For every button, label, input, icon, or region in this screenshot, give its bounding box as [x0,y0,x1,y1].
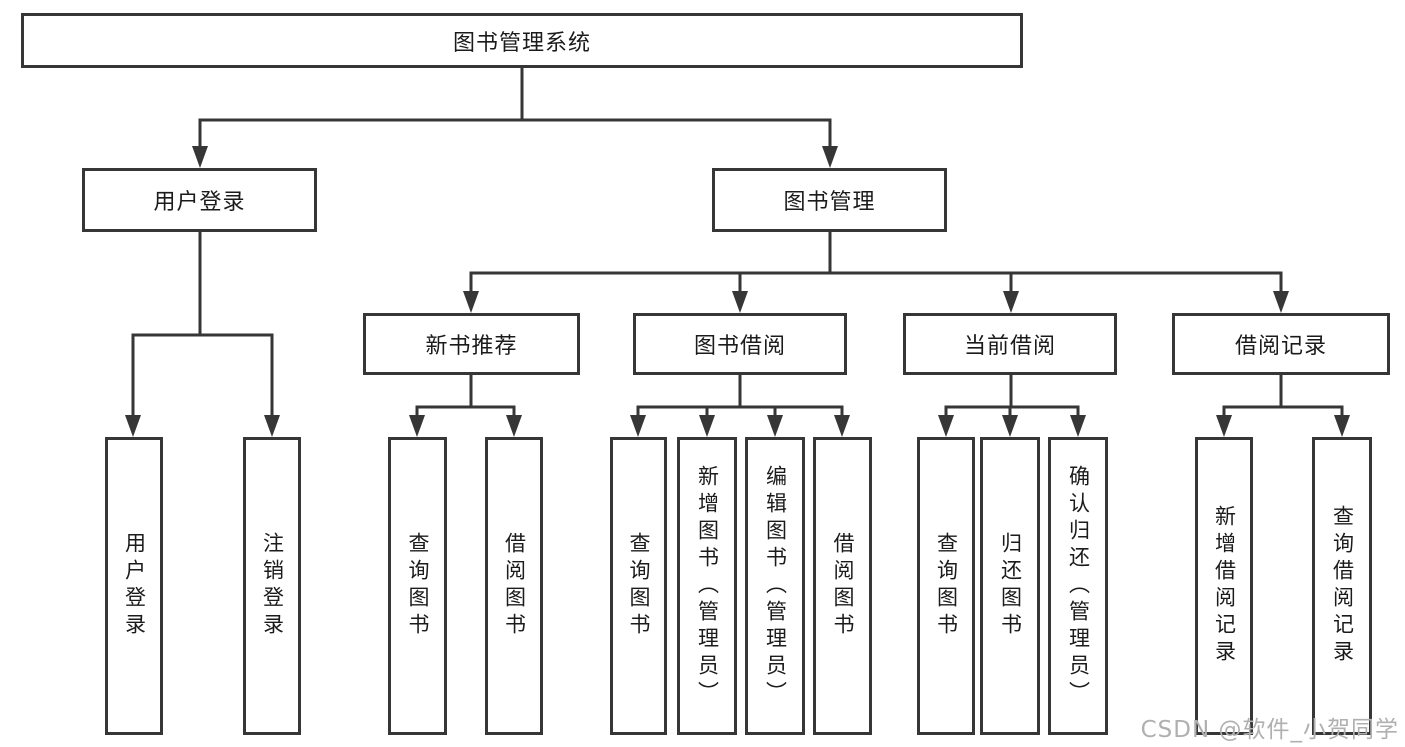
connector-current-borrow-to-leaves [938,375,1086,437]
leaf-add-borrow-record-label: 新增借阅记录 [1212,505,1237,667]
node-book-borrow: 图书借阅 [633,313,847,375]
leaf-query-books-current-label: 查询图书 [934,532,959,640]
leaf-return-books: 归还图书 [980,437,1040,735]
connector-book-borrow-to-leaves [630,375,850,437]
leaf-query-books-current: 查询图书 [917,437,975,735]
node-library-system: 图书管理系统 [21,13,1023,68]
connector-new-book-to-leaves [409,375,522,437]
connector-borrow-record-to-leaves [1216,375,1350,437]
leaf-logout-label: 注销登录 [260,532,285,640]
leaf-query-borrow-record-label: 查询借阅记录 [1330,505,1355,667]
node-new-book-recommend: 新书推荐 [363,313,580,375]
node-current-borrow: 当前借阅 [903,313,1117,375]
leaf-query-borrow-record: 查询借阅记录 [1312,437,1372,735]
connector-user-login-to-leaves [125,232,280,437]
leaf-return-books-label: 归还图书 [998,532,1023,640]
leaf-add-books-admin-label: 新增图书（管理员） [695,464,720,708]
leaf-edit-books-admin-label: 编辑图书（管理员） [763,464,788,708]
leaf-confirm-return-admin-label: 确认归还（管理员） [1066,464,1091,708]
node-borrow-record: 借阅记录 [1172,313,1390,375]
leaf-user-login: 用户登录 [105,437,163,735]
leaf-borrow-books-recommend: 借阅图书 [485,437,543,735]
leaf-confirm-return-admin: 确认归还（管理员） [1048,437,1108,735]
leaf-query-books-borrow: 查询图书 [610,437,667,735]
leaf-add-borrow-record: 新增借阅记录 [1195,437,1253,735]
node-book-management: 图书管理 [712,168,947,232]
leaf-logout: 注销登录 [243,437,301,735]
leaf-borrow-books-recommend-label: 借阅图书 [502,532,527,640]
leaf-user-login-label: 用户登录 [122,532,147,640]
node-user-login: 用户登录 [82,168,317,232]
leaf-query-books-recommend-label: 查询图书 [406,532,430,640]
leaf-borrow-books-label: 借阅图书 [831,532,855,640]
csdn-watermark: CSDN @软件_小贺同学 [1140,717,1399,743]
leaf-query-books-recommend: 查询图书 [388,437,447,735]
connector-root-to-level2 [192,68,838,168]
connector-book-management-to-level3 [463,232,1289,313]
leaf-query-books-borrow-label: 查询图书 [627,532,651,640]
leaf-edit-books-admin: 编辑图书（管理员） [745,437,805,735]
leaf-add-books-admin: 新增图书（管理员） [677,437,737,735]
leaf-borrow-books: 借阅图书 [813,437,872,735]
